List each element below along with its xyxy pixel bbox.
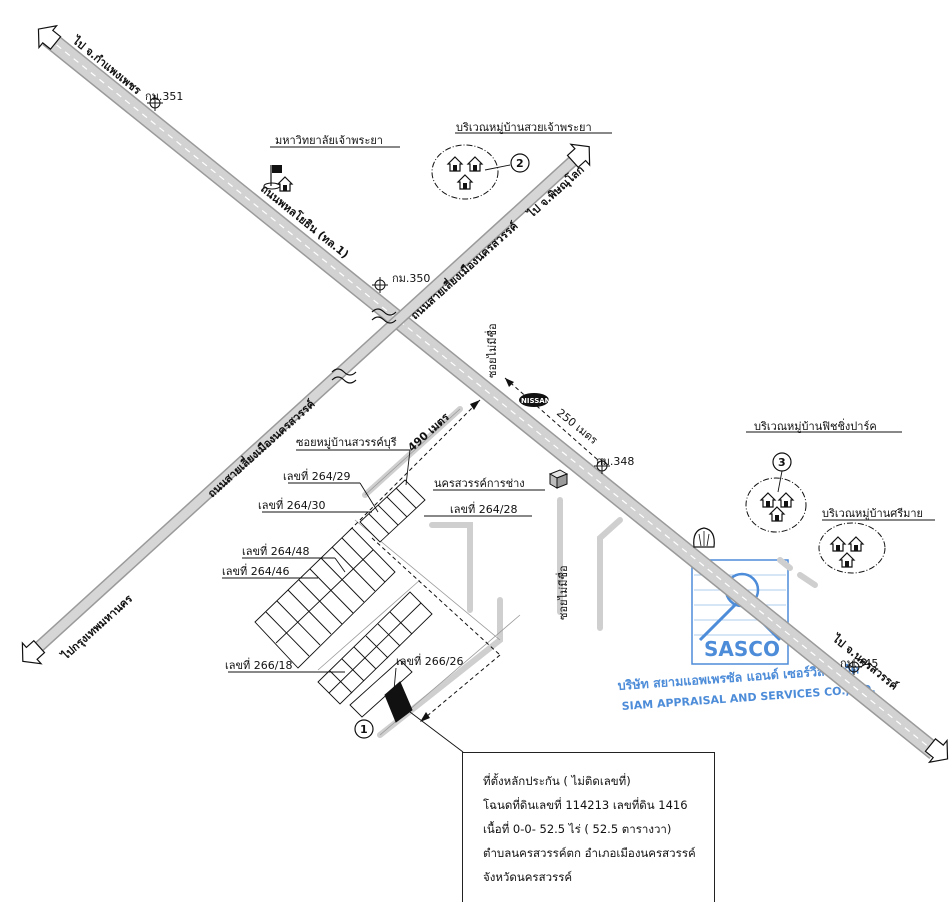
dashed-route (349, 377, 599, 723)
plot-label: เลขที่ 264/29 (283, 468, 350, 483)
soi-village-label: ซอยหมู่บ้านสวรรค์บุรี (296, 436, 397, 449)
info-line-subdistrict: ตำบลนครสวรรค์ตก อำเภอเมืองนครสวรรค์ (483, 846, 696, 860)
bypass-road (25, 145, 590, 660)
bypass-name-north: ถนนสายเลี่ยงเมืองนครสวรรค์ (407, 218, 520, 322)
marker-2: 2 (510, 153, 530, 173)
svg-text:กม.348: กม.348 (596, 455, 634, 468)
village-2-cluster (745, 477, 807, 533)
info-line-area: เนื้อที่ 0-0- 52.5 ไร่ ( 52.5 ตารางวา) (483, 822, 672, 836)
plot-label: เลขที่ 264/28 (450, 501, 517, 516)
svg-text:2: 2 (516, 157, 524, 170)
road-break-icon (331, 308, 397, 384)
stamp-brand: SASCO (704, 637, 780, 661)
collateral-plot (384, 681, 413, 723)
plot-block-2 (254, 527, 396, 669)
arrow-left-icon (37, 24, 62, 50)
village-3-cluster (818, 522, 886, 574)
km-marker-351: กม.351 (145, 90, 183, 112)
village-1-label: บริเวณหมู่บ้านสวยเจ้าพระยา (456, 121, 592, 134)
plot-label: เลขที่ 264/30 (258, 497, 325, 512)
marker-1: 1 (354, 719, 374, 739)
soi-no-name-2-label: ซอยไม่มีชื่อ (555, 565, 570, 620)
plot-label: เลขที่ 266/26 (396, 653, 463, 668)
plot-label: เลขที่ 264/48 (242, 543, 309, 558)
info-line-location: ที่ตั้งหลักประกัน ( ไม่ติดเลขที่) (483, 774, 631, 788)
km-marker-348: กม.348 (593, 455, 634, 475)
shop-icon (548, 469, 569, 489)
soi-no-name-1-label: ซอยไม่มีชื่อ (484, 323, 499, 378)
village-1-cluster (431, 144, 499, 200)
arrow-sw-icon (21, 639, 46, 665)
svg-text:1: 1 (360, 723, 368, 736)
university-label: มหาวิทยาลัยเจ้าพระยา (275, 134, 383, 147)
plot-block-3 (317, 591, 433, 705)
km-marker-350: กม.350 (371, 272, 430, 294)
plot-label: เลขที่ 266/18 (225, 657, 292, 672)
svg-text:NISSAN: NISSAN (521, 397, 551, 405)
leader-lines (222, 132, 935, 753)
highway-road (42, 30, 941, 760)
arrow-ne-icon (566, 143, 591, 169)
property-info-box: ที่ตั้งหลักประกัน ( ไม่ติดเลขที่) โฉนดที… (462, 752, 715, 902)
svg-text:3: 3 (778, 456, 786, 469)
shop-label: นครสวรรค์การช่าง (434, 477, 525, 490)
km-marker-345: กม.345 (840, 657, 878, 676)
svg-text:กม.351: กม.351 (145, 90, 183, 103)
shell-logo-icon (693, 527, 715, 548)
info-line-province: จังหวัดนครสวรรค์ (483, 870, 573, 884)
arrow-right-icon (924, 738, 949, 764)
plot-block-4 (349, 659, 413, 718)
soi-village-distance: 490 เมตร (405, 410, 452, 454)
marker-3: 3 (772, 452, 792, 472)
side-roads (362, 406, 818, 738)
svg-text:กม.350: กม.350 (392, 272, 430, 285)
plot-block-1 (359, 479, 426, 543)
svg-text:กม.345: กม.345 (840, 657, 878, 670)
village-3-label: บริเวณหมู่บ้านศรีมาย (822, 507, 923, 520)
info-line-deed: โฉนดที่ดินเลขที่ 114213 เลขที่ดิน 1416 (483, 798, 688, 812)
nissan-logo: NISSAN (519, 393, 551, 407)
university-icon (263, 165, 293, 192)
arrowheads (420, 378, 514, 722)
village-2-label: บริเวณหมู่บ้านฟิชชิ่งปาร์ค (754, 418, 877, 433)
plot-label: เลขที่ 264/46 (222, 563, 289, 578)
